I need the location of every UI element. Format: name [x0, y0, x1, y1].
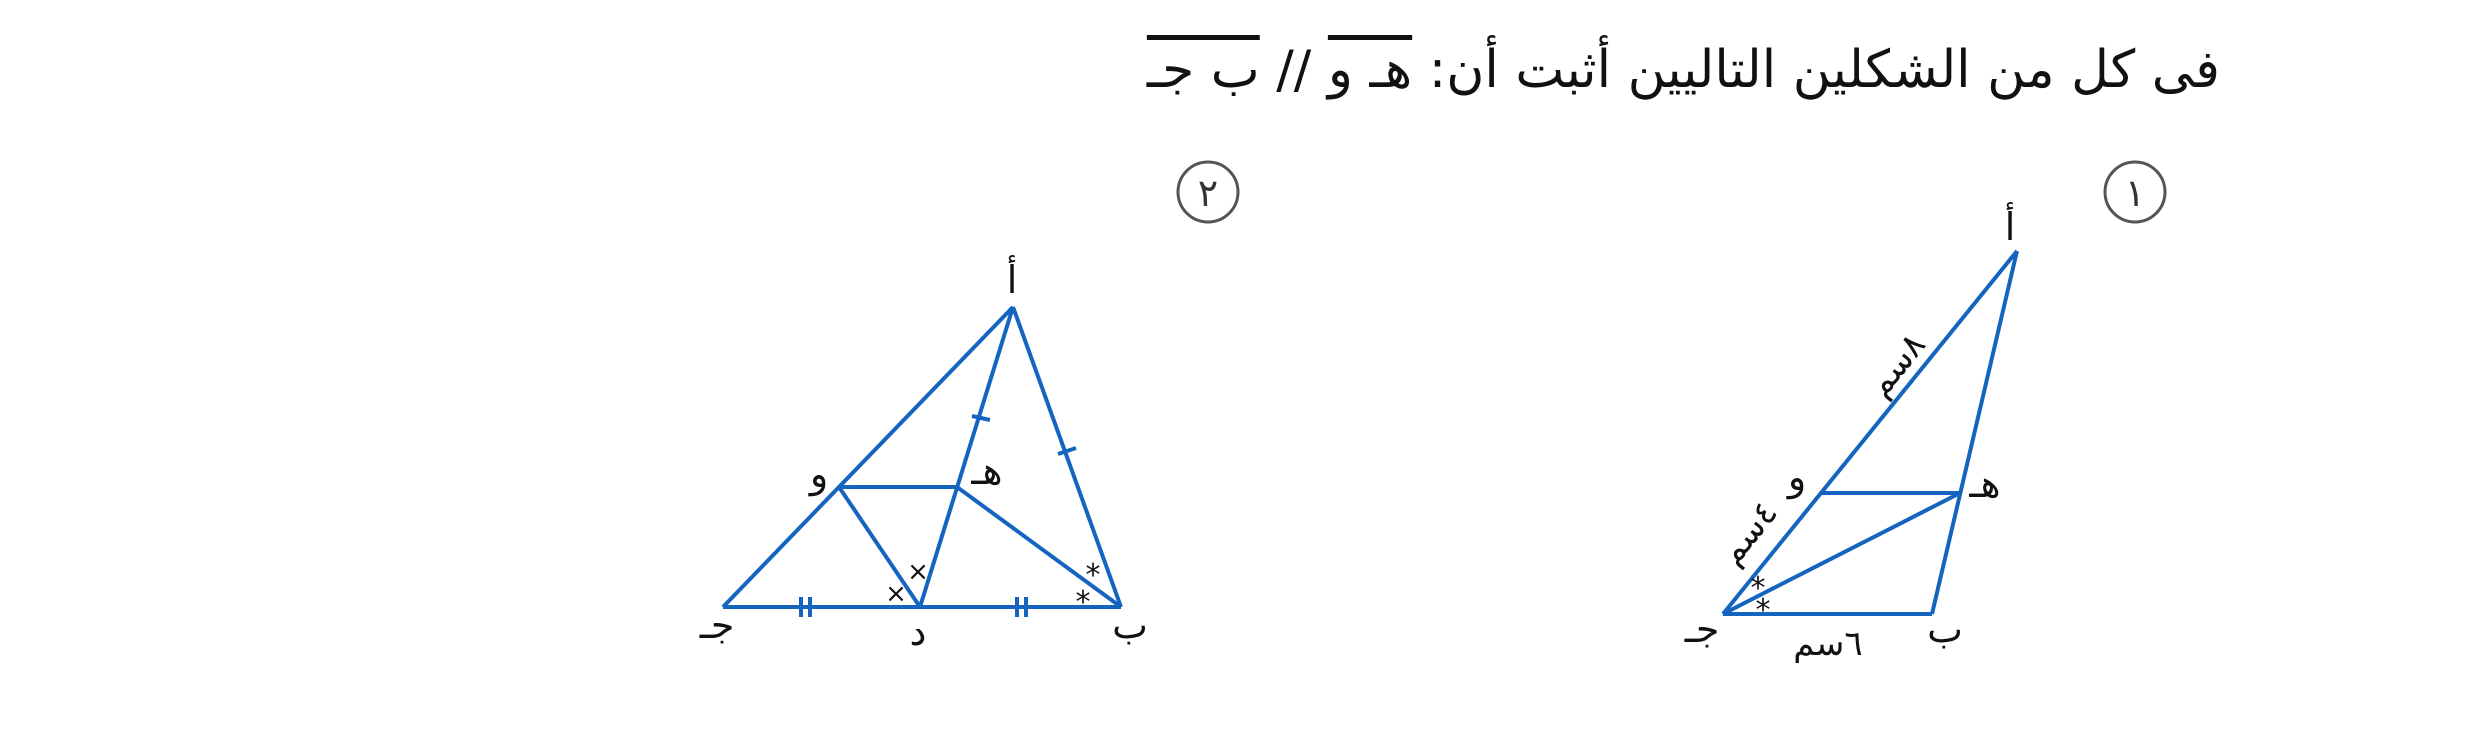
side-ac: [1721, 249, 2019, 616]
point-w-label: و: [1786, 455, 1806, 500]
median-ad: [918, 306, 1015, 608]
length-wc: ٤سم: [1711, 494, 1786, 573]
angle-mark-star: *: [1756, 593, 1771, 628]
vertex-c-label: جـ: [699, 603, 735, 647]
angle-mark-star: *: [1751, 571, 1766, 606]
side-ab: [1930, 250, 2019, 615]
tick-mark-ab: [1057, 446, 1077, 456]
point-d-label: د: [910, 610, 927, 654]
point-h-label: هـ: [970, 449, 1002, 493]
segment-hb: [955, 485, 1123, 609]
problem-statement: فى كل من الشكلين التاليين أثبت أن: هـ و …: [1147, 40, 2220, 100]
figure-1-number-circle: [2103, 160, 2167, 224]
segment-hw: هـ و: [1327, 40, 1413, 100]
tick-mark-ah: [971, 414, 991, 422]
segment-bc: ب جـ: [1146, 40, 1260, 100]
angle-mark-cross: ×: [907, 557, 929, 587]
angle-mark-star: *: [1076, 585, 1091, 620]
figure-1: ١ أ ب جـ هـ و ٨سم ٤سم ٦سم * *: [1684, 160, 2167, 664]
figure-1-number: ١: [2125, 171, 2145, 215]
figure-2: ٢ أ ب جـ د هـ و × × * *: [699, 160, 1240, 654]
problem-intro: فى كل من الشكلين التاليين أثبت أن:: [1428, 40, 2220, 100]
angle-mark-star: *: [1086, 558, 1101, 593]
angle-mark-cross: ×: [885, 579, 907, 609]
vertex-a-label: أ: [1007, 255, 1018, 302]
side-ac: [721, 305, 1015, 609]
vertex-c-label: جـ: [1684, 607, 1720, 651]
point-h-label: هـ: [1968, 462, 2000, 506]
vertex-a-label: أ: [2005, 202, 2016, 249]
vertex-b-label: ب: [1112, 603, 1148, 647]
segment-ch: [1722, 491, 1961, 616]
side-ab: [1011, 306, 1123, 608]
segment-wd: [837, 485, 922, 609]
point-w-label: و: [808, 452, 828, 497]
vertex-b-label: ب: [1927, 607, 1963, 651]
figure-2-number: ٢: [1198, 171, 1218, 215]
length-cb: ٦سم: [1793, 624, 1862, 664]
parallel-symbol: //: [1276, 40, 1312, 100]
figure-2-number-circle: [1176, 160, 1240, 224]
